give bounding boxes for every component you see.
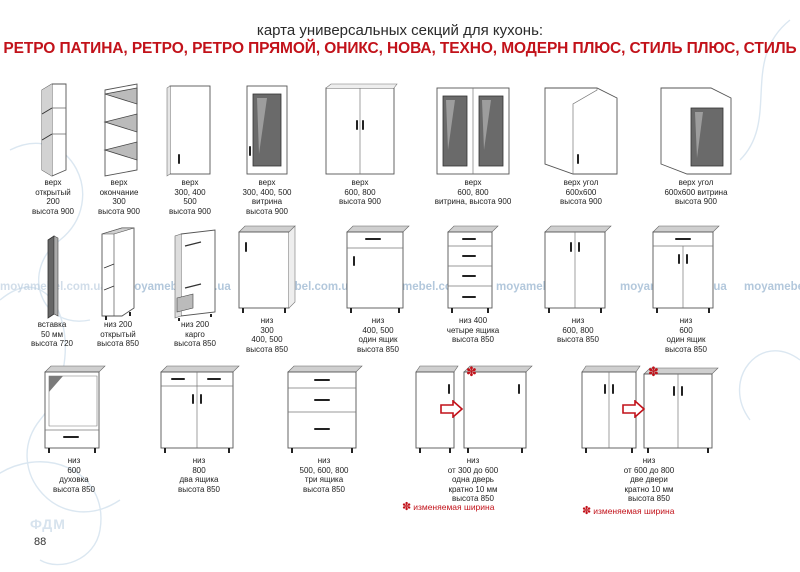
base-drawer-two-doors-drawing xyxy=(652,225,720,313)
cabinet-two-glass-doors-drawing xyxy=(436,87,510,175)
base-two-drawers-drawing xyxy=(160,365,240,453)
insert-panel-drawing xyxy=(47,235,59,319)
asterisk-icon: ✽ xyxy=(466,364,477,379)
cabinet-two-door-drawing xyxy=(325,83,398,175)
arrow-right-icon xyxy=(440,400,464,418)
corner-cabinet-drawing xyxy=(544,87,618,175)
brand-logo: ФДМ xyxy=(30,516,66,532)
asterisk-icon: ✽ xyxy=(402,501,412,513)
base-oven-drawing xyxy=(44,365,106,453)
cabinet-end-shelf-drawing xyxy=(103,83,138,177)
base-one-drawer-drawing xyxy=(346,225,410,313)
base-one-door-drawing xyxy=(238,225,296,313)
variable-width-note: ✽изменяемая ширина xyxy=(402,501,495,513)
cabinet-open-shelf-drawing xyxy=(41,83,67,177)
variable-width-note: ✽изменяемая ширина xyxy=(582,505,675,517)
base-cargo-drawing xyxy=(174,229,216,321)
cabinet-one-door-drawing xyxy=(166,85,211,177)
corner-glass-cabinet-drawing xyxy=(660,87,732,175)
subtitle: карта универсальных секций для кухонь: xyxy=(256,22,544,39)
arrow-right-icon xyxy=(622,400,646,418)
variable-two-door-drawing xyxy=(581,365,719,453)
asterisk-icon: ✽ xyxy=(582,505,592,517)
base-three-drawers-drawing xyxy=(287,365,363,453)
page-number: 88 xyxy=(34,536,47,548)
base-open-shelf-drawing xyxy=(101,227,135,320)
variable-one-door-drawing xyxy=(415,365,533,453)
asterisk-icon: ✽ xyxy=(648,364,659,379)
base-four-drawers-drawing xyxy=(447,225,499,313)
base-two-door-drawing xyxy=(544,225,612,313)
cabinet-glass-door-drawing xyxy=(246,85,288,175)
watermark: moyamebel.com.ua xyxy=(744,281,800,293)
title: РЕТРО ПАТИНА, РЕТРО, РЕТРО ПРЯМОЙ, ОНИКС… xyxy=(3,40,797,57)
